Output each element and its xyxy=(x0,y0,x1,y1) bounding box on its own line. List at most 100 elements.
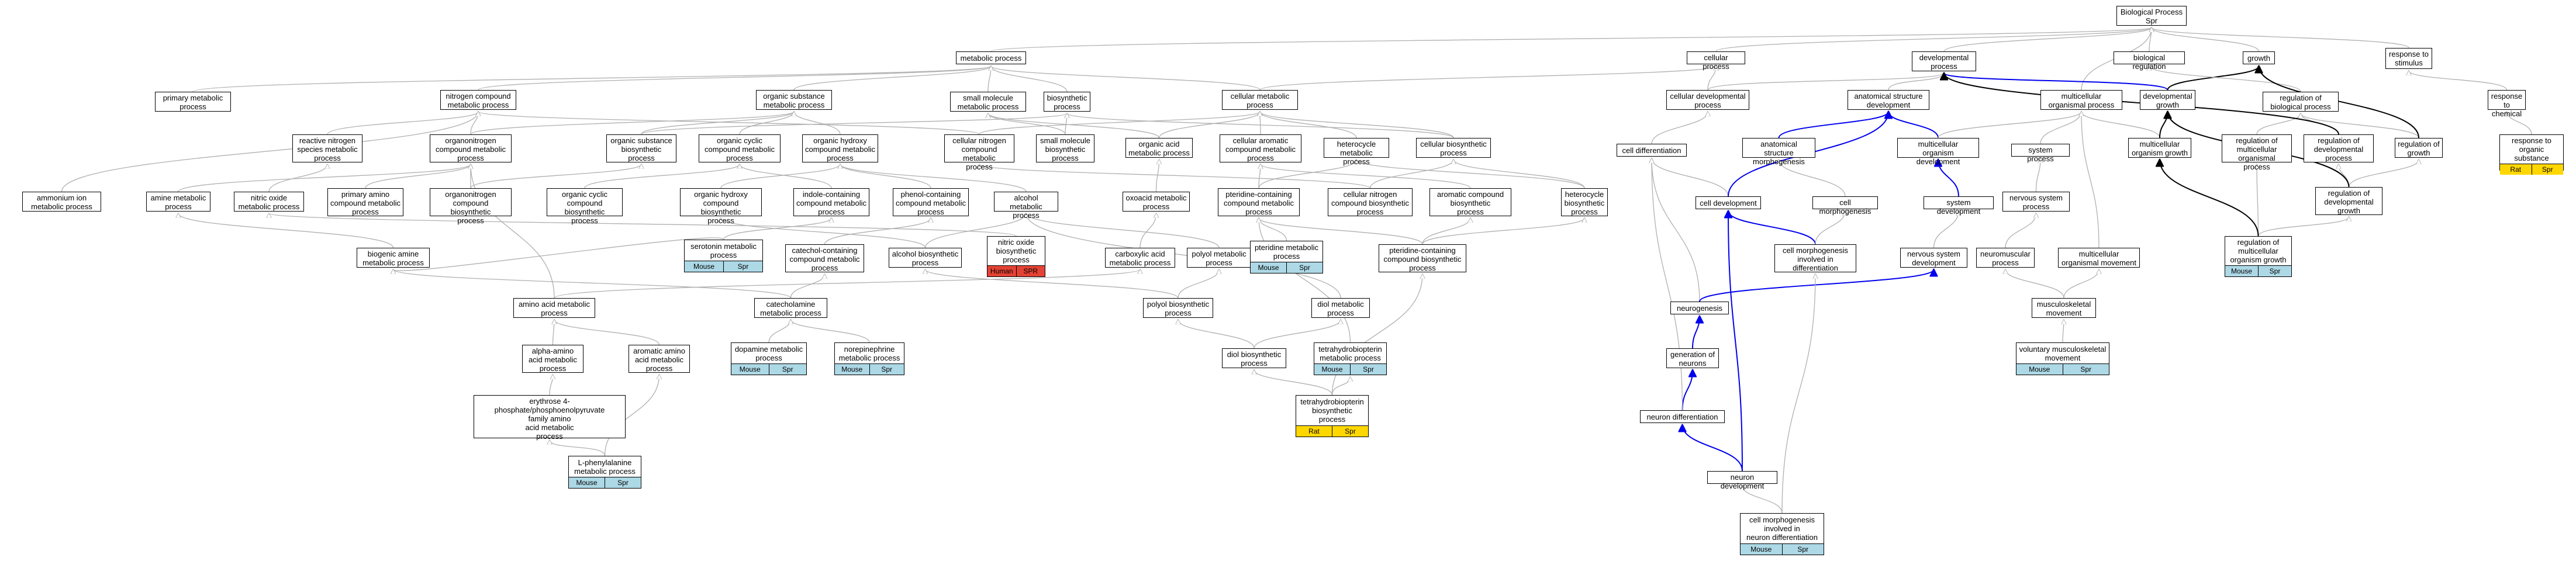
go-term-node-primary-met[interactable]: primary metabolic process xyxy=(155,92,231,112)
go-term-node-musculoskeletal[interactable]: musculoskeletal movement xyxy=(2032,298,2096,318)
go-term-node-cellular-dev[interactable]: cellular developmental process xyxy=(1666,90,1749,110)
go-term-node-neuron-diff[interactable]: neuron differentiation xyxy=(1640,410,1725,423)
go-term-node-reg-dev-growth[interactable]: regulation of developmental growth xyxy=(2315,187,2382,215)
go-term-node-polyol-bio[interactable]: polyol biosynthetic process xyxy=(1143,298,1213,318)
go-term-node-reactive-n[interactable]: reactive nitrogen species metabolic proc… xyxy=(292,134,362,162)
go-term-node-cellular-arom[interactable]: cellular aromatic compound metabolic pro… xyxy=(1220,134,1301,162)
go-term-node-biogenic[interactable]: biogenic amine metabolic process xyxy=(357,248,430,268)
go-term-label: nitric oxide biosynthetic process xyxy=(996,238,1037,264)
go-term-node-small-mol-met[interactable]: small molecule metabolic process xyxy=(950,92,1026,112)
go-term-node-pteridine-cont-met[interactable]: pteridine-containing compound metabolic … xyxy=(1218,188,1300,216)
go-term-node-organic-acid-met[interactable]: organic acid metabolic process xyxy=(1125,138,1193,158)
go-term-node-anat-morph[interactable]: anatomical structure morphogenesis xyxy=(1742,138,1815,166)
go-term-node-growth[interactable]: growth xyxy=(2243,51,2275,64)
go-term-node-alpha-amino[interactable]: alpha-amino acid metabolic process xyxy=(522,345,583,373)
go-term-node-primary-amino[interactable]: primary amino compound metabolic process xyxy=(327,188,403,216)
go-term-node-alcohol-bio[interactable]: alcohol biosynthetic process xyxy=(889,248,962,268)
go-term-node-cellular[interactable]: cellular process xyxy=(1687,51,1745,71)
go-term-node-biosynthetic[interactable]: biosynthetic process xyxy=(1044,92,1090,112)
go-term-node-catecholamine[interactable]: catecholamine metabolic process xyxy=(754,298,827,318)
go-term-node-organic-cyclic-bio[interactable]: organic cyclic compound biosynthetic pro… xyxy=(547,188,623,225)
go-term-node-cell-morph[interactable]: cell morphogenesis xyxy=(1812,196,1878,216)
go-term-node-developmental[interactable]: developmental process xyxy=(1912,51,1976,71)
go-term-node-organic-cyclic-met[interactable]: organic cyclic compound metabolic proces… xyxy=(699,134,781,162)
go-term-node-organic-subst-bio[interactable]: organic substance biosynthetic process xyxy=(606,134,676,162)
go-term-node-small-mol-bio[interactable]: small molecule biosynthetic process xyxy=(1036,134,1094,162)
go-term-node-cellular-met[interactable]: cellular metabolic process xyxy=(1222,90,1298,110)
go-term-node-amino-acid-met[interactable]: amino acid metabolic process xyxy=(513,298,595,318)
go-term-node-cellular-n-met[interactable]: cellular nitrogen compound metabolic pro… xyxy=(944,134,1014,171)
go-term-node-neuron-dev[interactable]: neuron development xyxy=(1707,471,1777,490)
go-term-node-system-process[interactable]: system process xyxy=(2011,144,2070,163)
go-term-node-organic-hydroxy-bio[interactable]: organic hydroxy compound biosynthetic pr… xyxy=(680,188,762,225)
go-term-node-dev-growth[interactable]: developmental growth xyxy=(2140,90,2195,110)
go-term-node-cell-diff[interactable]: cell differentiation xyxy=(1617,144,1687,157)
go-term-node-nervous-sys-proc[interactable]: nervous system process xyxy=(2002,192,2070,212)
go-term-node-neurogenesis[interactable]: neurogenesis xyxy=(1670,302,1729,314)
go-term-node-response-stim[interactable]: response to stimulus xyxy=(2385,48,2432,69)
go-term-node-organonitrogen-bio[interactable]: organonitrogen compound biosynthetic pro… xyxy=(430,188,512,225)
edge-grey xyxy=(988,113,1066,135)
go-term-node-nitric-oxide-met[interactable]: nitric oxide metabolic process xyxy=(234,192,304,212)
go-term-node-neuromuscular[interactable]: neuromuscular process xyxy=(1976,248,2035,268)
go-term-node-diol-met[interactable]: diol metabolic process xyxy=(1311,298,1370,318)
go-term-node-multicell-movement[interactable]: multicellular organismal movement xyxy=(2058,248,2140,268)
go-term-node-phenol[interactable]: phenol-containing compound metabolic pro… xyxy=(893,188,969,216)
edge-grey xyxy=(549,375,553,396)
go-term-node-ammonium[interactable]: ammonium ion metabolic process xyxy=(22,192,101,212)
go-term-node-organonitrogen-met[interactable]: organonitrogen compound metabolic proces… xyxy=(430,134,512,162)
go-term-node-reg-multicell-growth[interactable]: regulation of multicellular organism gro… xyxy=(2225,236,2292,277)
go-term-node-aromatic-bio[interactable]: aromatic compound biosynthetic process xyxy=(1429,188,1511,216)
go-term-node-metabolic[interactable]: metabolic process xyxy=(956,51,1026,64)
go-term-node-gen-neurons[interactable]: generation of neurons xyxy=(1666,348,1719,368)
go-term-node-heterocycle-met[interactable]: heterocycle metabolic process xyxy=(1324,138,1389,166)
go-term-node-carboxylic[interactable]: carboxylic acid metabolic process xyxy=(1105,248,1175,268)
edge-grey xyxy=(1259,218,1423,245)
go-term-node-indole[interactable]: indole-containing compound metabolic pro… xyxy=(793,188,869,216)
go-term-node-oxoacid[interactable]: oxoacid metabolic process xyxy=(1123,192,1190,212)
go-term-node-nervous-sys-dev[interactable]: nervous system development xyxy=(1900,248,1967,268)
go-term-node-reg-dev[interactable]: regulation of developmental process xyxy=(2304,134,2374,162)
go-term-node-catechol-cont[interactable]: catechol-containing compound metabolic p… xyxy=(785,244,864,272)
go-term-node-nitrogen-compound[interactable]: nitrogen compound metabolic process xyxy=(440,90,516,110)
go-term-node-bp[interactable]: Biological Process Spr xyxy=(2116,6,2187,26)
go-term-node-multicell-growth[interactable]: multicellular organism growth xyxy=(2128,138,2191,158)
go-term-node-pteridine-cont-bio[interactable]: pteridine-containing compound biosynthet… xyxy=(1379,244,1466,272)
go-term-node-multicell-org[interactable]: multicellular organismal process xyxy=(2040,90,2122,110)
go-term-label: amino acid metabolic process xyxy=(518,300,591,317)
go-term-node-amine-met[interactable]: amine metabolic process xyxy=(146,192,210,212)
edge-grey xyxy=(2507,112,2532,135)
go-term-node-tetrahydro-bio[interactable]: tetrahydrobiopterin biosynthetic process… xyxy=(1296,395,1369,437)
go-term-node-multicell-dev[interactable]: multicellular organism development xyxy=(1897,138,1979,166)
go-term-node-system-dev[interactable]: system development xyxy=(1924,196,1994,216)
go-term-node-organic-hydroxy-met[interactable]: organic hydroxy compound metabolic proce… xyxy=(802,134,878,162)
go-term-node-cellular-bio[interactable]: cellular biosynthetic process xyxy=(1416,138,1491,158)
go-term-node-reg-growth[interactable]: regulation of growth xyxy=(2395,138,2443,158)
go-term-node-cellular-n-bio[interactable]: cellular nitrogen compound biosynthetic … xyxy=(1328,188,1413,216)
go-term-node-alcohol-met[interactable]: alcohol metabolic process xyxy=(994,192,1058,220)
go-term-node-aromatic-amino[interactable]: aromatic amino acid metabolic process xyxy=(629,345,690,373)
go-term-node-polyol-met[interactable]: polyol metabolic process xyxy=(1187,248,1251,268)
go-term-node-organic-subst-met[interactable]: organic substance metabolic process xyxy=(756,90,832,110)
go-term-node-anat-struct-dev[interactable]: anatomical structure development xyxy=(1848,90,1929,110)
go-term-node-cell-dev[interactable]: cell development xyxy=(1696,196,1761,209)
go-term-node-response-chem[interactable]: response to chemical xyxy=(2488,90,2526,118)
go-term-node-reg-multicell[interactable]: regulation of multicellular organismal p… xyxy=(2222,134,2292,171)
go-term-node-reg-bio[interactable]: regulation of biological process xyxy=(2263,92,2339,112)
go-term-node-cell-morph-diff[interactable]: cell morphogenesis involved in different… xyxy=(1774,244,1856,272)
go-term-node-diol-bio[interactable]: diol biosynthetic process xyxy=(1222,348,1286,368)
go-term-node-erythrose[interactable]: erythrose 4-phosphate/phosphoenolpyruvat… xyxy=(474,395,626,441)
go-term-node-cell-morph-neuron[interactable]: cell morphogenesis involved in neuron di… xyxy=(1740,513,1824,555)
go-term-node-heterocycle-bio[interactable]: heterocycle biosynthetic process xyxy=(1561,188,1608,216)
go-term-node-bioreg[interactable]: biological regulation xyxy=(2114,51,2185,71)
